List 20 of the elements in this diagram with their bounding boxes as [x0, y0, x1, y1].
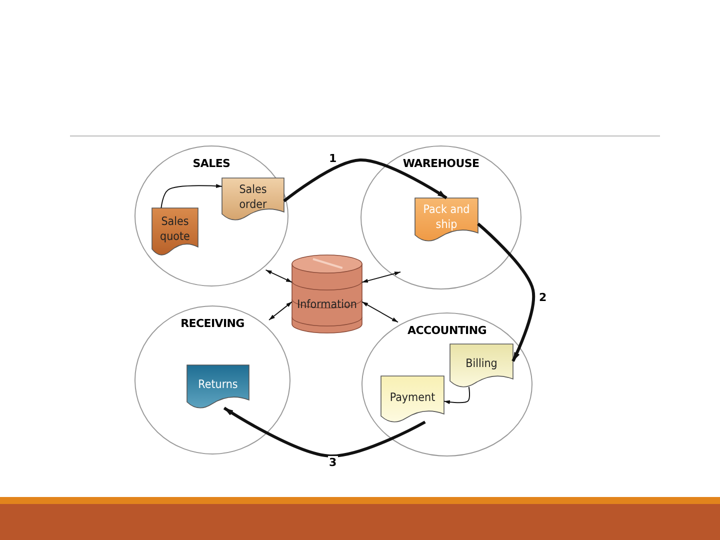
ellipse-heading: ACCOUNTING: [406, 324, 488, 337]
edge-label: 1: [328, 152, 338, 165]
document-shape: Returns: [187, 365, 249, 408]
ellipse-heading: SALES: [192, 157, 232, 170]
document-shape: Pack and ship: [415, 198, 478, 241]
arrow: [268, 301, 292, 320]
document-shape: Billing: [450, 344, 513, 387]
ellipse-heading: WAREHOUSE: [402, 157, 480, 170]
arrow: [444, 386, 470, 404]
edge-label: 3: [328, 456, 338, 469]
arrow: [362, 301, 398, 323]
arrow: [362, 272, 401, 283]
arrow: [223, 406, 426, 458]
arrow: [265, 269, 292, 283]
arrow: [283, 158, 448, 202]
edge-label: 2: [538, 291, 548, 304]
ellipse-heading: RECEIVING: [180, 317, 246, 330]
document-shape: Sales order: [222, 178, 284, 220]
arrow: [477, 222, 536, 362]
arrow: [160, 184, 222, 208]
